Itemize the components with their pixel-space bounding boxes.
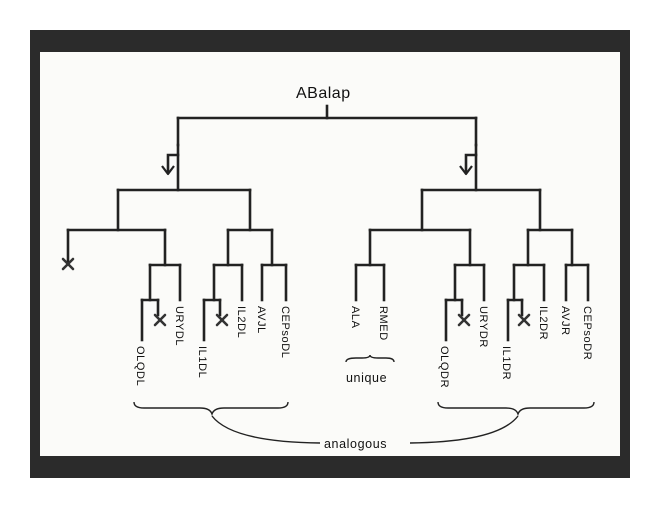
right-group-brace: [437, 401, 595, 417]
slide-paper: [40, 52, 620, 456]
leaf-label-il2dr: IL2DR: [537, 306, 549, 340]
leaf-label-il1dr: IL1DR: [500, 346, 512, 380]
leaf-label-olqdr: OLQDR: [438, 346, 450, 388]
arrow-left-icon: [161, 165, 175, 176]
analogous-label: analogous: [324, 437, 387, 451]
leaf-label-cepsodl: CEPsoDL: [279, 306, 291, 359]
unique-brace: [345, 354, 395, 363]
lineage-tree-lines: [66, 104, 590, 342]
leaf-label-ala: ALA: [349, 306, 361, 329]
cross-il1dr-sister-icon: [517, 313, 531, 327]
leaf-label-urydr: URYDR: [477, 306, 489, 348]
leaf-label-il1dl: IL1DL: [196, 346, 208, 378]
unique-label: unique: [346, 371, 387, 385]
left-group-brace: [133, 401, 289, 417]
leaf-label-avjr: AVJR: [559, 306, 571, 336]
cross-left-outer-icon: [61, 257, 75, 271]
cross-il1dl-sister-icon: [215, 313, 229, 327]
analogous-arc-right: [409, 415, 519, 444]
leaf-label-rmed: RMED: [377, 306, 389, 341]
leaf-label-avjl: AVJL: [255, 306, 267, 334]
root-label: ABalap: [296, 85, 351, 102]
leaf-label-il2dl: IL2DL: [235, 306, 247, 338]
leaf-label-urydl: URYDL: [173, 306, 185, 346]
arrow-right-icon: [459, 165, 473, 176]
leaf-label-cepsodr: CEPsoDR: [581, 306, 593, 360]
cross-olqdl-sister-icon: [153, 313, 167, 327]
cross-olqdr-sister-icon: [457, 313, 471, 327]
analogous-arc-left: [211, 415, 321, 444]
leaf-label-olqdl: OLQDL: [134, 346, 146, 386]
